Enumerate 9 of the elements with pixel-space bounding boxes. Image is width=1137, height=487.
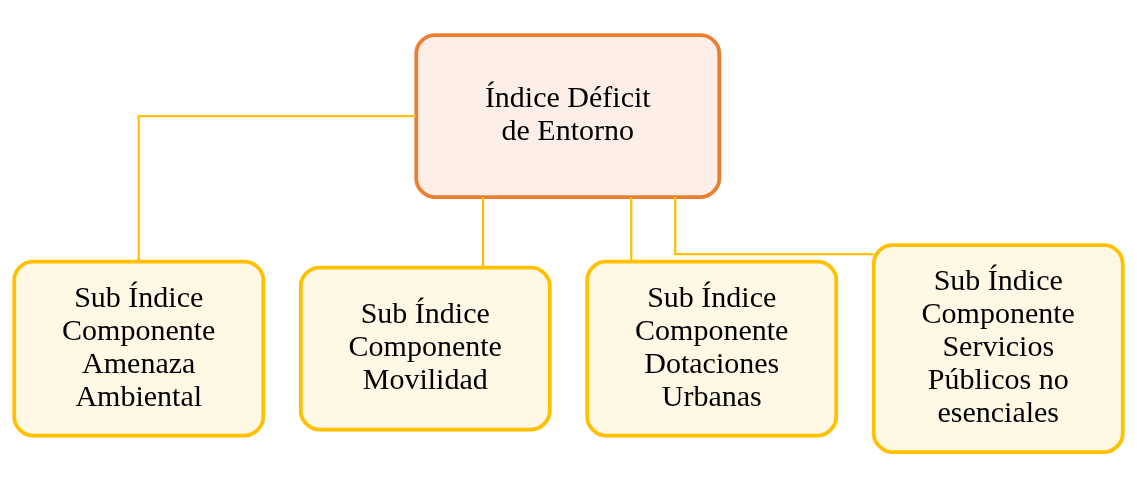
connector — [630, 197, 633, 262]
connector — [481, 197, 485, 268]
connector — [137, 114, 416, 262]
node-box: Sub Índice Componente Servicios Públicos no esenciales — [871, 243, 1125, 454]
connector — [674, 197, 874, 256]
node-box: Sub Índice Componente Dotaciones Urbanas — [585, 259, 839, 438]
node-box: Índice Déficit de Entorno — [414, 33, 722, 199]
node-box: Sub Índice Componente Amenaza Ambiental — [12, 259, 266, 438]
node-box: Sub Índice Componente Movilidad — [298, 265, 552, 432]
